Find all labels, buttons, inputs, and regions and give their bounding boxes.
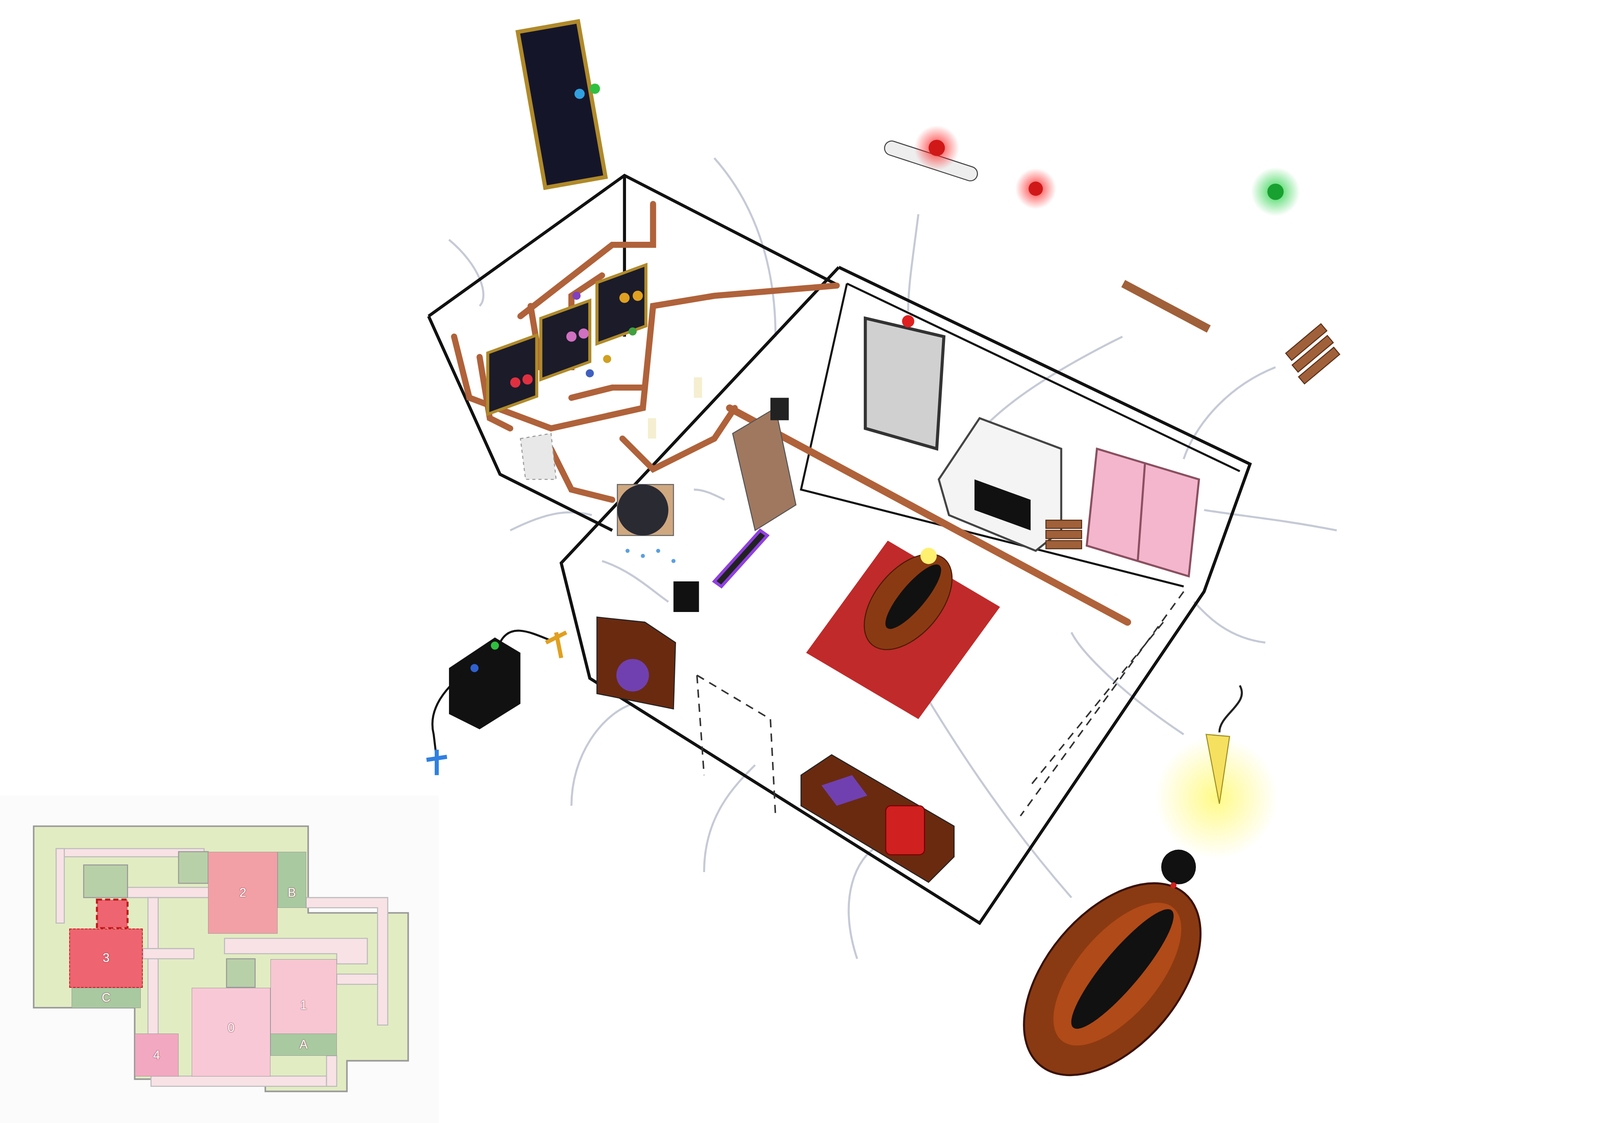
bathtub	[847, 537, 970, 666]
chest	[596, 617, 676, 710]
switch	[770, 397, 789, 420]
room-box: 0	[191, 987, 271, 1077]
battery	[426, 630, 566, 776]
zone-box: C	[71, 987, 141, 1009]
wall-frames	[487, 264, 646, 415]
cloth	[616, 659, 650, 692]
figure	[877, 557, 949, 636]
bench	[800, 754, 955, 883]
room-label: 2	[239, 886, 247, 900]
room-box: 1	[270, 959, 337, 1036]
boiler	[520, 377, 703, 564]
room-label: 1	[300, 999, 308, 1012]
room-label: C	[101, 991, 111, 1005]
minimap	[0, 795, 439, 1123]
room-label: A	[299, 1038, 308, 1052]
copper-pipes	[454, 204, 1128, 623]
floating-items	[517, 21, 1340, 860]
room-label: 3	[102, 952, 110, 965]
zone-box: B	[277, 851, 307, 908]
cloth	[821, 775, 868, 806]
zone-box: A	[270, 1033, 337, 1056]
room-box: 2	[208, 851, 278, 934]
flow-curves	[449, 158, 1337, 959]
room-label: 0	[227, 1022, 235, 1035]
gas-can	[885, 805, 925, 855]
room-box: 3	[69, 928, 143, 988]
small-battery	[673, 581, 699, 613]
purple-arrow	[714, 530, 768, 587]
cabinet	[732, 408, 796, 531]
room-walls	[428, 175, 1251, 924]
large-bathtub	[989, 849, 1235, 1109]
room-label: 4	[153, 1049, 160, 1062]
room-box: 4	[134, 1033, 179, 1077]
tap-glow	[920, 547, 937, 564]
room-label: B	[287, 886, 297, 900]
back-wall-items	[865, 315, 1200, 577]
